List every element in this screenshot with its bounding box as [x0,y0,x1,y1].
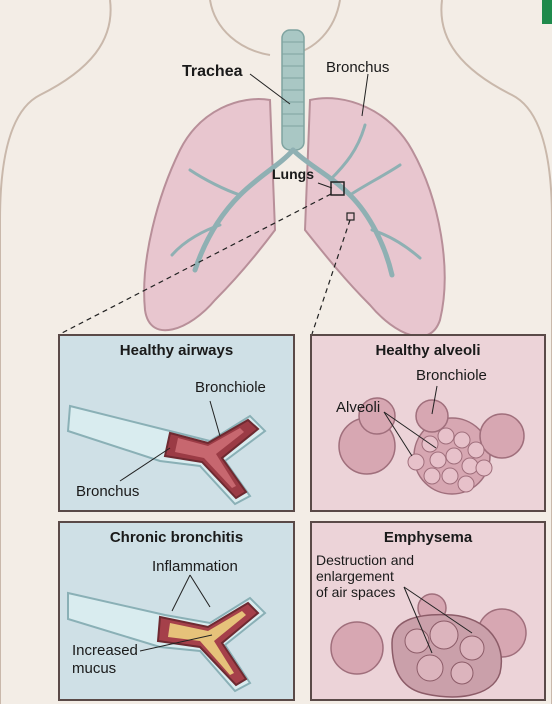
increased-mucus-line2: mucus [72,661,116,677]
alveoli-diagram [312,336,546,512]
trachea-drawing [282,30,304,150]
alveoli-bronchiole-label: Bronchiole [416,368,487,384]
destruction-line3: of air spaces [316,585,395,600]
airways-bronchiole-label: Bronchiole [195,380,266,396]
healthy-airways-panel: Healthy airways Bronchiole Bronchus [58,334,295,512]
left-lung [144,99,275,330]
right-lung [305,98,445,336]
bronchus-label: Bronchus [326,60,389,76]
emphysema-diagram [312,523,546,701]
inflammation-label: Inflammation [152,559,238,575]
alveoli-label: Alveoli [336,400,380,416]
lungs-label: Lungs [272,167,314,182]
destruction-line2: enlargement [316,569,394,584]
destruction-line1: Destruction and [316,553,414,568]
neck-outline [210,0,340,55]
airways-bronchus-label: Bronchus [76,484,139,500]
chronic-bronchitis-panel: Chronic bronchitis Inflammation Increase… [58,521,295,701]
emphysema-panel: Emphysema Destruction and enlargement of… [310,521,546,701]
corner-accent-tab [542,0,552,24]
increased-mucus-line1: Increased [72,643,138,659]
trachea-label: Trachea [182,64,242,81]
healthy-alveoli-panel: Healthy alveoli Bronchiole Alveoli [310,334,546,512]
